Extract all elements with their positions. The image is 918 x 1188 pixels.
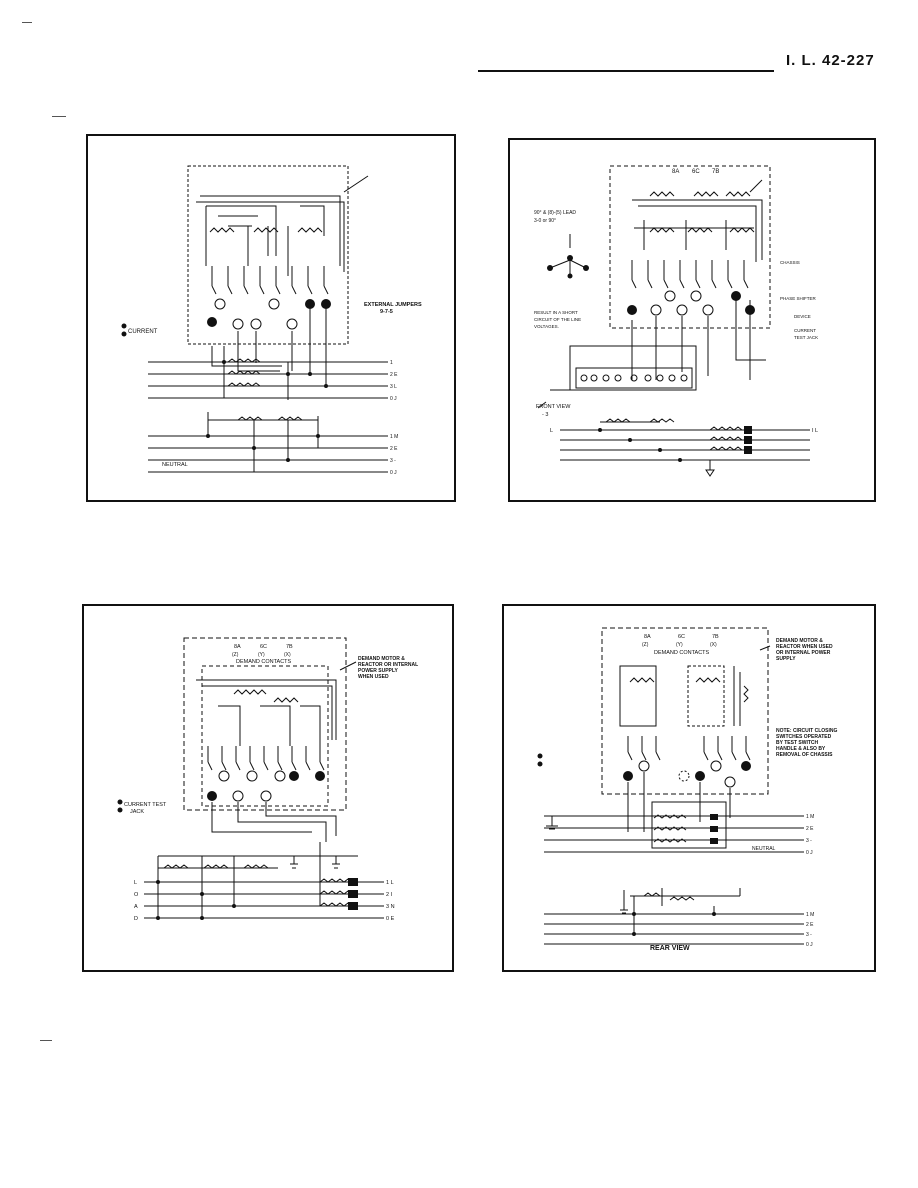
line-label: D (134, 916, 138, 922)
line-label: O (134, 892, 139, 898)
line-label: 0 J (390, 396, 397, 402)
demand-note: OR INTERNAL POWER (776, 650, 831, 656)
top-code: (X) (710, 642, 717, 648)
switch-note: NOTE: CIRCUIT CLOSING (776, 728, 837, 734)
phase-note: 3-0 or 90° (534, 218, 556, 224)
top-label: 7B (712, 634, 719, 640)
top-label: 7B (712, 169, 719, 175)
top-code: (Y) (258, 652, 265, 658)
external-jumpers-label: EXTERNAL JUMPERS (364, 302, 422, 308)
scan-mark (22, 22, 32, 23)
line-label: 1 M (390, 434, 398, 440)
wiring-diagram-4: 8A 6C 7B (Z) (Y) (X) DEMAND CONTACTS DEM… (537, 627, 837, 952)
wiring-diagram-panel-4: 8A 6C 7B (Z) (Y) (X) DEMAND CONTACTS DEM… (502, 604, 876, 972)
chassis-label: CHASSIS (780, 260, 800, 265)
line-label: 1 M (806, 912, 814, 918)
line-label: 1 (390, 360, 393, 366)
rear-view-label: REAR VIEW (650, 945, 690, 952)
wiring-diagram-panel-2: 8A 6C 7B 90° & (8)-(5) LEAD 3-0 or 90° R… (508, 138, 876, 502)
header-rule (478, 70, 774, 72)
front-view-number: - 3 (542, 412, 548, 418)
switch-note: BY TEST SWITCH (776, 740, 819, 746)
current-jack-label: CURRENT (128, 329, 158, 335)
line-label: A (134, 904, 138, 910)
short-note: VOLTAGES. (534, 324, 559, 329)
demand-note: POWER SUPPLY (358, 668, 398, 674)
top-code: (Y) (676, 642, 683, 648)
demand-note: REACTOR WHEN USED (776, 644, 833, 650)
line-label: 0 E (386, 916, 395, 922)
scan-mark (40, 1040, 52, 1041)
demand-note: DEMAND MOTOR & (776, 638, 823, 644)
line-label: 3 L (390, 384, 397, 390)
wiring-diagram-2: 8A 6C 7B 90° & (8)-(5) LEAD 3-0 or 90° R… (534, 165, 818, 477)
switch-note: SWITCHES OPERATED (776, 734, 832, 740)
demand-contacts-label: DEMAND CONTACTS (236, 659, 292, 665)
current-test-jack-label: CURRENT TEST (124, 802, 167, 808)
line-label: 3 N (386, 904, 395, 910)
line-right-label: I L (812, 428, 818, 434)
top-label: 6C (692, 169, 700, 175)
wiring-diagram-1: CURRENT EXTERNAL JUMPERS 9-7-5 NEUTRAL 1… (121, 165, 422, 476)
top-code: (Z) (232, 652, 239, 658)
top-label: 8A (234, 644, 241, 650)
line-label: 0 J (390, 470, 397, 476)
phase-note: 90° & (8)-(5) LEAD (534, 210, 576, 216)
line-label: 2 E (390, 446, 398, 452)
top-code: (Z) (642, 642, 649, 648)
neutral-label: NEUTRAL (752, 846, 776, 852)
front-view-label: FRONT VIEW (536, 404, 571, 410)
demand-note: WHEN USED (358, 674, 389, 680)
line-label: 3 - (806, 838, 812, 844)
top-label: 8A (644, 634, 651, 640)
document-code: I. L. 42-227 (786, 52, 875, 69)
phase-shifter-label: PHASE SHIFTER (780, 296, 817, 301)
line-label: L (134, 880, 137, 886)
short-note: RESULT IN A SHORT (534, 310, 578, 315)
demand-note: REACTOR OR INTERNAL (358, 662, 418, 668)
wiring-diagram-panel-3: 8A 6C 7B (Z) (Y) (X) DEMAND CONTACTS DEM… (82, 604, 454, 972)
demand-note: SUPPLY (776, 656, 796, 662)
line-label: 2 E (806, 826, 814, 832)
external-jumpers-value: 9-7-5 (380, 309, 393, 315)
line-left-label: L (550, 428, 553, 434)
line-label: 2 I (386, 892, 393, 898)
scan-mark (52, 116, 66, 117)
device-label: DEVICE (794, 314, 811, 319)
short-note: CIRCUIT OF THE LINE (534, 317, 581, 322)
line-label: 3 - (390, 458, 396, 464)
current-jack-label: TEST JACK (794, 335, 818, 340)
top-label: 6C (678, 634, 685, 640)
line-label: 0 J (806, 942, 813, 948)
current-test-jack-label: JACK (130, 809, 144, 815)
line-label: 3 - (806, 932, 812, 938)
top-code: (X) (284, 652, 291, 658)
line-label: 1 M (806, 814, 814, 820)
top-label: 6C (260, 644, 267, 650)
line-label: 0 J (806, 850, 813, 856)
current-jack-label: CURRENT (794, 328, 816, 333)
wiring-diagram-3: 8A 6C 7B (Z) (Y) (X) DEMAND CONTACTS DEM… (117, 637, 418, 922)
top-label: 7B (286, 644, 293, 650)
neutral-label: NEUTRAL (162, 462, 188, 468)
demand-note: DEMAND MOTOR & (358, 656, 405, 662)
wiring-diagram-panel-1: CURRENT EXTERNAL JUMPERS 9-7-5 NEUTRAL 1… (86, 134, 456, 502)
line-label: 2 E (390, 372, 398, 378)
line-label: 1 L (386, 880, 394, 886)
line-label: 2 E (806, 922, 814, 928)
switch-note: REMOVAL OF CHASSIS (776, 752, 833, 758)
top-label: 8A (672, 169, 679, 175)
demand-contacts-label: DEMAND CONTACTS (654, 650, 710, 656)
switch-note: HANDLE & ALSO BY (776, 746, 826, 752)
